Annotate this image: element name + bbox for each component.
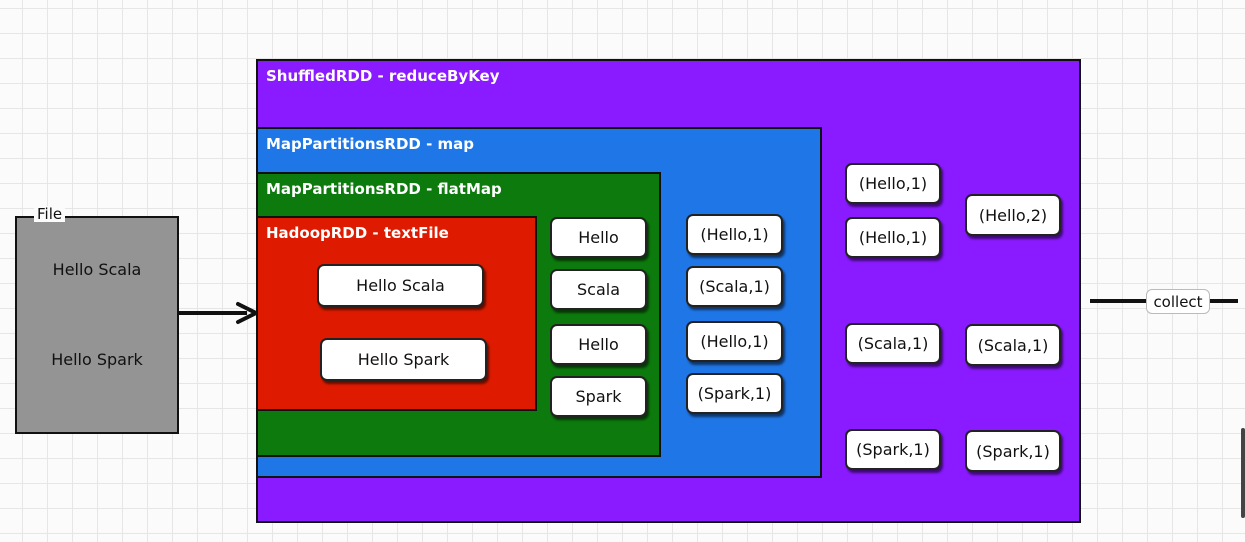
shuffled-pair-left-2: (Hello,1) <box>845 217 941 258</box>
file-line-1: Hello Scala <box>52 260 142 279</box>
file-label: File <box>34 206 66 222</box>
map-pair-4: (Spark,1) <box>686 373 783 414</box>
shuffled-pair-left-4: (Spark,1) <box>845 429 941 470</box>
map-pair-1: (Hello,1) <box>686 214 783 255</box>
hadoop-rdd-box: HadoopRDD - textFile <box>256 216 537 411</box>
flatmap-word-2: Scala <box>550 269 647 310</box>
collect-label: collect <box>1146 289 1210 314</box>
hadoop-rdd-title: HadoopRDD - textFile <box>266 224 449 242</box>
map-pair-2: (Scala,1) <box>686 266 783 307</box>
file-arrow-line <box>179 311 247 315</box>
flatmap-rdd-title: MapPartitionsRDD - flatMap <box>266 180 502 198</box>
shuffled-pair-left-3: (Scala,1) <box>845 323 941 364</box>
flatmap-word-1: Hello <box>550 217 647 258</box>
shuffled-pair-right-1: (Hello,2) <box>965 194 1061 236</box>
shuffled-pair-right-2: (Scala,1) <box>965 324 1061 366</box>
scrollbar-thumb[interactable] <box>1241 428 1245 518</box>
collect-line-left <box>1090 299 1150 303</box>
hadoop-line-1: Hello Scala <box>317 264 484 307</box>
flatmap-word-4: Spark <box>550 376 647 417</box>
collect-line-right <box>1208 299 1238 303</box>
file-line-2: Hello Spark <box>51 350 143 369</box>
flatmap-word-3: Hello <box>550 324 647 365</box>
map-rdd-title: MapPartitionsRDD - map <box>266 135 475 153</box>
map-pair-3: (Hello,1) <box>686 321 783 362</box>
file-box: Hello Scala Hello Spark <box>15 216 179 434</box>
hadoop-line-2: Hello Spark <box>320 338 487 381</box>
shuffled-pair-left-1: (Hello,1) <box>845 163 941 204</box>
shuffled-rdd-title: ShuffledRDD - reduceByKey <box>266 67 500 85</box>
shuffled-pair-right-3: (Spark,1) <box>965 430 1061 472</box>
